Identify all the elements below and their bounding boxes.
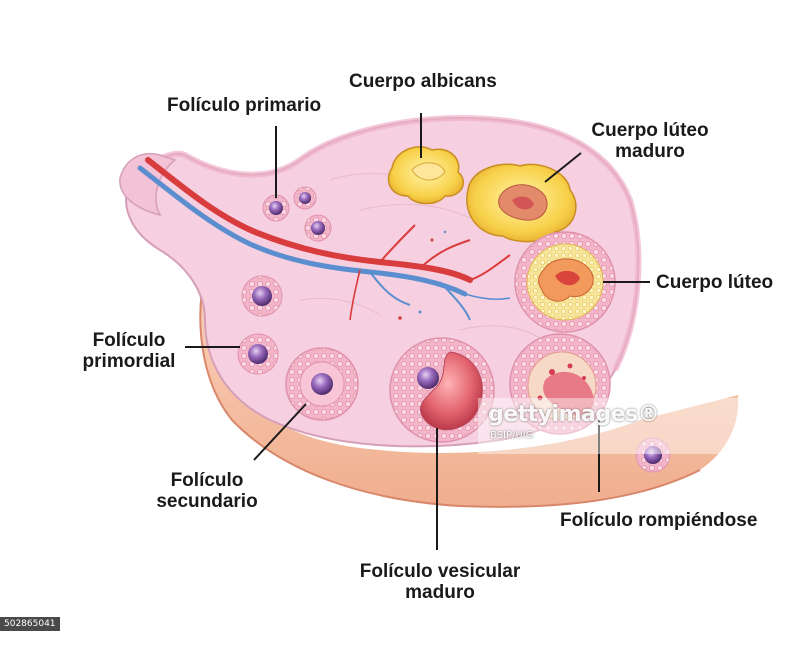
- label-primordial-follicle: Folículo primordial: [82, 330, 176, 372]
- label-mature-vesicular-follicle: Folículo vesicular maduro: [359, 561, 521, 603]
- primordial-follicles: [237, 275, 283, 375]
- label-corpus-albicans: Cuerpo albicans: [349, 71, 497, 92]
- leader-lines: [185, 113, 650, 550]
- watermark-band: [478, 398, 800, 454]
- label-secondary-follicle: Folículo secundario: [156, 470, 258, 512]
- label-primary-follicle: Folículo primario: [167, 95, 322, 116]
- leader-secundario: [253, 403, 307, 461]
- primary-follicles: [262, 186, 332, 242]
- image-id-tag: 502865041: [0, 617, 60, 631]
- label-rupturing-follicle: Folículo rompiéndose: [560, 510, 758, 531]
- released-oocyte: [635, 437, 671, 473]
- blood-vessels: [137, 157, 511, 321]
- corpus-luteum: [514, 231, 616, 333]
- mature-corpus-luteum: [466, 163, 577, 243]
- watermark-credit: BSIP/UIG: [490, 430, 534, 441]
- watermark-logo: gettyimages®: [488, 402, 660, 427]
- leader-luteo-maduro: [544, 152, 582, 183]
- label-corpus-luteum: Cuerpo lúteo: [656, 272, 774, 293]
- label-mature-corpus-luteum: Cuerpo lúteo maduro: [591, 120, 709, 162]
- rupturing-follicle: [509, 333, 611, 435]
- secondary-follicle: [285, 347, 359, 421]
- ovary-cut-surface: [199, 271, 739, 508]
- corpus-albicans: [387, 146, 464, 205]
- mature-vesicular-follicle: [389, 337, 495, 443]
